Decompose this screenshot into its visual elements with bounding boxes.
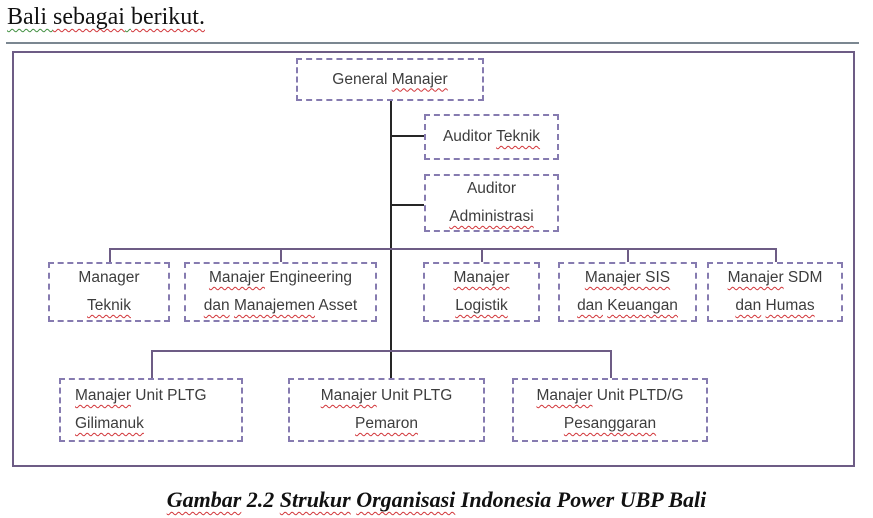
connector-row2-drop-3 [481,248,483,262]
org-node-unit-pltg-pemaron: Manajer Unit PLTG Pemaron [288,378,485,442]
org-node-general-manajer: General Manajer [296,58,484,101]
misspelled-word: Manajer [453,269,510,286]
org-node-label: Manajer SDM [728,264,823,292]
misspelled-word: Organisasi [356,487,456,512]
misspelled-word: dan [735,297,762,314]
misspelled-word: Pesanggaran [563,415,657,432]
misspelled-word: Humas [765,297,815,314]
connector-row2-drop-5 [775,248,777,262]
misspelled-word: Manajemen [233,297,315,314]
misspelled-word: Keuangan [607,297,678,314]
connector-auditor-teknik-stub [390,135,424,137]
org-node-manager-teknik: Manager Teknik [48,262,170,322]
connector-row3-drop-3 [610,350,612,378]
org-node-label: Teknik [87,292,131,320]
misspelled-word: Bali [7,4,53,30]
misspelled-word: berikut. [130,4,205,30]
org-node-label: Manajer Unit PLTG [75,382,207,410]
text-segment: General [332,70,392,88]
text-segment: Engineering [264,269,353,286]
org-node-label: Pemaron [355,410,418,438]
org-node-label: Pesanggaran [564,410,656,438]
connector-row2-drop-1 [109,248,111,262]
connector-auditor-administrasi-stub [390,204,424,206]
misspelled-word: Teknik [87,297,131,314]
text-segment: Unit PLTG [376,387,453,404]
org-node-unit-pltg-gilimanuk: Manajer Unit PLTG Gilimanuk [59,378,243,442]
connector-row2-drop-2 [280,248,282,262]
misspelled-word: Logistik [455,297,508,314]
org-node-label: dan Keuangan [577,292,678,320]
misspelled-word: Teknik [496,128,541,145]
misspelled-word: Manajer [208,269,265,286]
org-node-label: Auditor [467,175,516,203]
misspelled-word: Manajer [727,269,784,286]
org-node-label: Administrasi [449,203,533,231]
org-node-label: Manajer Unit PLTG [321,382,453,410]
connector-row3-horizontal [151,350,612,352]
org-node-label: dan Humas [735,292,814,320]
misspelled-word: Gambar [166,487,242,512]
connector-trunk-vertical [390,101,392,378]
org-node-label: dan Manajemen Asset [204,292,357,320]
text-segment: 2.2 [241,487,280,512]
misspelled-word: dan [203,297,230,314]
figure-caption[interactable]: Gambar 2.2 Strukur Organisasi Indonesia … [0,486,873,514]
org-node-label: Manajer SIS [585,264,670,292]
misspelled-word: Gilimanuk [75,415,144,432]
org-node-manajer-engineering: Manajer Engineering dan Manajemen Asset [184,262,377,322]
org-chart-frame[interactable]: General Manajer Auditor Teknik Auditor A… [12,51,855,467]
org-node-manajer-sis-keuangan: Manajer SIS dan Keuangan [558,262,697,322]
misspelled-word: sebagai [53,4,125,30]
org-node-label: Manajer Engineering [209,264,352,292]
misspelled-word: Manajer [75,387,131,404]
misspelled-word: Strukur [279,487,351,512]
text-segment: Auditor [442,128,497,145]
misspelled-word: Manajer [391,70,448,88]
org-node-label: General Manajer [332,66,447,94]
org-node-manajer-sdm-humas: Manajer SDM dan Humas [707,262,843,322]
org-node-auditor-administrasi: Auditor Administrasi [424,174,559,232]
org-node-label: Gilimanuk [75,410,144,438]
org-node-label: Manajer Unit PLTD/G [536,382,683,410]
text-segment: Asset [314,297,358,314]
misspelled-word: Pemaron [355,415,418,432]
misspelled-word: Manajer [320,387,377,404]
text-segment: Unit PLTD/G [592,387,684,404]
org-node-label: Logistik [455,292,508,320]
org-node-manajer-logistik: Manajer Logistik [423,262,540,322]
text-segment: Auditor [466,180,517,197]
org-node-label: Manajer [454,264,510,292]
misspelled-word: Manajer SIS [584,269,671,286]
text-segment: Manager [78,269,140,286]
misspelled-word: Manajer [536,387,593,404]
text-segment: Indonesia Power UBP Bali [455,487,707,512]
connector-row2-drop-4 [627,248,629,262]
text-segment: Unit PLTG [131,387,207,404]
divider-line [6,42,859,44]
org-node-label: Manager [78,264,139,292]
connector-row3-drop-1 [151,350,153,378]
org-node-label: Auditor Teknik [443,123,540,151]
org-node-auditor-teknik: Auditor Teknik [424,114,559,160]
connector-row2-horizontal [109,248,777,250]
paragraph-text[interactable]: Bali sebagai berikut. [7,0,205,34]
misspelled-word: dan [577,297,603,314]
misspelled-word: Administrasi [449,208,534,225]
org-node-unit-pltdg-pesanggaran: Manajer Unit PLTD/G Pesanggaran [512,378,708,442]
text-segment: SDM [783,269,823,286]
